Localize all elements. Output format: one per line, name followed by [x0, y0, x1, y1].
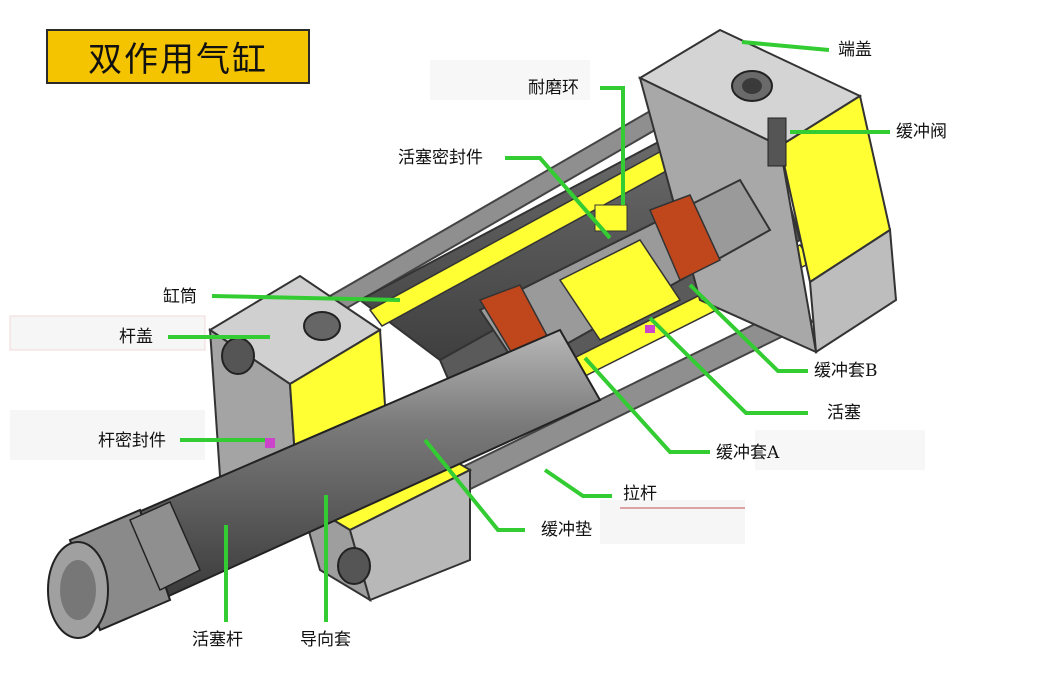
- leader-lines: [168, 40, 890, 622]
- label-cushion-sleeve-a: 缓冲套A: [716, 443, 780, 463]
- label-rod-seal: 杆密封件: [98, 431, 166, 451]
- label-piston-rod: 活塞杆: [192, 630, 243, 650]
- label-cushion-pad: 缓冲垫: [541, 520, 592, 540]
- piston-rod: [47, 328, 602, 639]
- label-end-cap: 端盖: [838, 40, 872, 60]
- label-cushion-valve: 缓冲阀: [896, 122, 947, 142]
- diagram-title: 双作用气缸: [88, 40, 268, 80]
- label-barrel: 缸筒: [163, 287, 197, 307]
- label-wear-ring: 耐磨环: [528, 78, 579, 98]
- piston-assembly: [478, 178, 772, 376]
- label-piston: 活塞: [827, 403, 861, 423]
- label-rod-cap: 杆盖: [119, 327, 153, 347]
- end-cap-block: [637, 28, 898, 354]
- label-piston-seal: 活塞密封件: [398, 148, 483, 168]
- title-banner: 双作用气缸: [46, 29, 310, 84]
- label-cushion-sleeve-b: 缓冲套B: [814, 361, 878, 381]
- label-tie-rod: 拉杆: [623, 484, 657, 504]
- label-guide-sleeve: 导向套: [300, 630, 351, 650]
